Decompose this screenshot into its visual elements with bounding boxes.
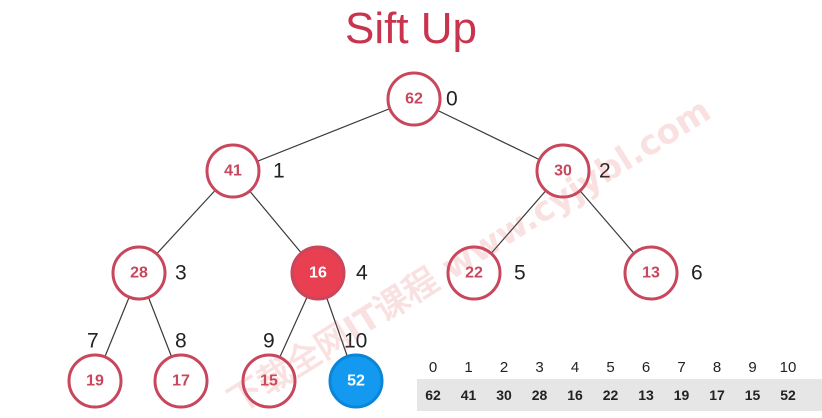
array-value: 19 — [674, 387, 690, 403]
node-circle — [153, 353, 209, 409]
array-index: 6 — [642, 359, 650, 376]
heap-node: 62 0 — [386, 71, 458, 127]
array-value: 16 — [567, 387, 583, 403]
heap-node: 30 2 — [535, 143, 611, 199]
node-circle — [446, 245, 502, 301]
node-value: 16 — [309, 265, 327, 282]
node-value: 17 — [172, 373, 190, 390]
heap-node: 13 6 — [623, 245, 703, 301]
array-index: 3 — [535, 359, 543, 376]
heap-array: 0 62 1 41 2 30 3 28 4 16 5 22 6 13 7 19 8 17 9 15 10 52 — [417, 359, 822, 411]
node-index: 3 — [175, 262, 187, 285]
node-circle — [328, 353, 384, 409]
array-index: 8 — [713, 359, 721, 376]
heap-node: 17 8 — [153, 330, 209, 409]
array-value: 15 — [745, 387, 761, 403]
node-index: 5 — [514, 262, 526, 285]
node-value: 13 — [642, 265, 660, 282]
node-circle — [623, 245, 679, 301]
node-index: 0 — [446, 88, 458, 111]
array-index: 2 — [500, 359, 508, 376]
heap-node: 19 7 — [67, 330, 123, 409]
page-title: Sift Up — [344, 4, 478, 53]
node-value: 22 — [465, 265, 483, 282]
node-index: 1 — [273, 160, 285, 183]
node-value: 52 — [347, 373, 365, 390]
node-index: 10 — [344, 330, 367, 353]
array-value: 30 — [496, 387, 512, 403]
node-value: 19 — [86, 373, 104, 390]
array-index: 4 — [571, 359, 579, 376]
tree-edge — [413, 98, 564, 172]
array-value: 22 — [603, 387, 619, 403]
array-index: 9 — [748, 359, 756, 376]
heap-node: 52 10 — [328, 330, 384, 409]
array-value: 62 — [425, 387, 441, 403]
node-circle — [111, 245, 167, 301]
array-value: 13 — [638, 387, 654, 403]
node-index: 6 — [691, 262, 703, 285]
array-value: 17 — [709, 387, 725, 403]
node-index: 2 — [599, 160, 611, 183]
node-index: 8 — [175, 330, 187, 353]
node-circle — [67, 353, 123, 409]
array-index: 10 — [780, 359, 797, 376]
tree-edge — [232, 98, 415, 172]
node-value: 28 — [130, 265, 148, 282]
heap-node: 28 3 — [111, 245, 187, 301]
array-value: 41 — [461, 387, 477, 403]
heap-node: 41 1 — [205, 143, 285, 199]
node-circle — [290, 245, 346, 301]
node-value: 30 — [554, 163, 572, 180]
heap-node: 22 5 — [446, 245, 526, 301]
node-circle — [386, 71, 442, 127]
node-index: 4 — [356, 262, 368, 285]
array-background — [417, 379, 822, 411]
node-index: 9 — [263, 330, 275, 353]
array-index: 0 — [429, 359, 437, 376]
node-value: 62 — [405, 91, 423, 108]
node-value: 41 — [224, 163, 242, 180]
node-index: 7 — [87, 330, 99, 353]
heap-node: 15 9 — [241, 330, 297, 409]
array-index: 1 — [464, 359, 472, 376]
node-circle — [241, 353, 297, 409]
heap-node: 16 4 — [290, 245, 368, 301]
array-index: 5 — [606, 359, 614, 376]
array-value: 28 — [532, 387, 548, 403]
array-value: 52 — [780, 387, 796, 403]
node-circle — [205, 143, 261, 199]
node-circle — [535, 143, 591, 199]
array-index: 7 — [677, 359, 685, 376]
node-value: 15 — [260, 373, 278, 390]
